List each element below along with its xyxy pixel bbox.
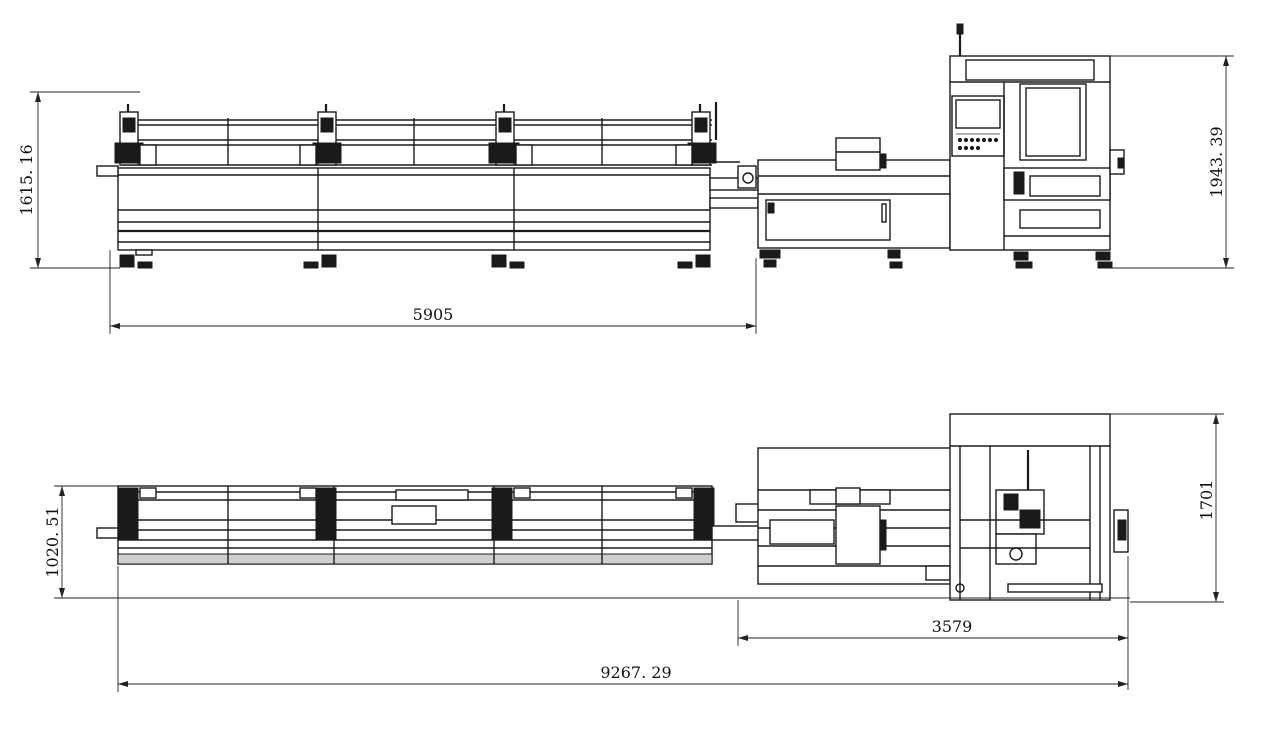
side-control-buttons — [957, 137, 999, 151]
top-view — [96, 413, 1129, 601]
dimension-top-length-main: 3579 — [737, 556, 1129, 690]
dim-label-9267: 9267. 29 — [600, 663, 671, 682]
side-cutting-cabinet — [949, 23, 1125, 269]
top-support-rollers — [117, 487, 715, 541]
top-connector-bracket — [735, 503, 761, 523]
dim-label-1701: 1701 — [1197, 480, 1216, 521]
dimension-side-length: 5905 — [109, 250, 757, 334]
dimension-side-height-right: 1943. 39 — [1110, 55, 1234, 269]
top-machine-bed — [757, 447, 955, 585]
dim-label-3579: 3579 — [932, 617, 973, 636]
side-support-posts — [114, 102, 718, 166]
dimension-top-width-left: 1020. 51 — [43, 485, 1130, 599]
side-table-feet — [119, 249, 711, 269]
dim-label-1615: 1615. 16 — [17, 144, 36, 215]
top-feeding-table — [96, 485, 715, 565]
dimension-overall-length: 9267. 29 — [117, 566, 1128, 692]
dim-label-1020: 1020. 51 — [43, 506, 62, 577]
dim-label-5905: 5905 — [413, 305, 454, 324]
side-view — [96, 23, 1125, 269]
top-connector — [711, 525, 761, 541]
dimension-top-width-right: 1701 — [1110, 413, 1224, 603]
side-machine-bed — [757, 137, 951, 269]
side-connector — [709, 161, 759, 209]
dimension-side-height-left: 1615. 16 — [17, 91, 140, 269]
side-feeding-table — [96, 102, 718, 269]
dim-label-1943: 1943. 39 — [1207, 126, 1226, 197]
top-cutting-cabinet — [949, 413, 1129, 601]
